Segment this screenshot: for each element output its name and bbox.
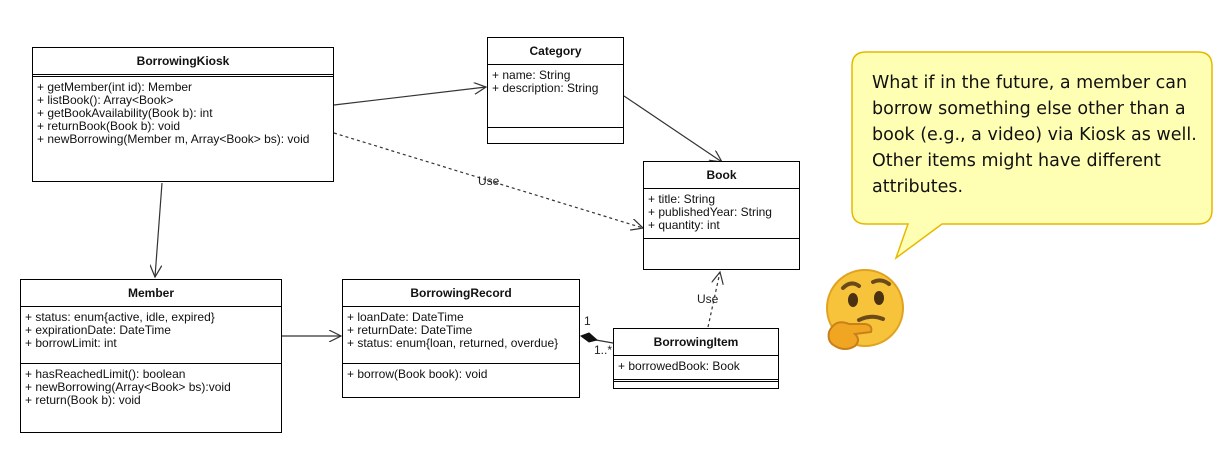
attributes-list: + borrowedBook: Book — [614, 356, 778, 382]
class-category: Category + name: String+ description: St… — [487, 37, 624, 144]
member-line: + status: enum{active, idle, expired} — [25, 310, 215, 324]
member-line: + returnDate: DateTime — [347, 323, 473, 337]
multiplicity-one: 1 — [584, 314, 591, 328]
callout-text: What if in the future, a member can borr… — [872, 73, 1197, 197]
member-line: + borrowLimit: int — [25, 336, 117, 350]
member-line: + description: String — [492, 81, 599, 95]
operations-list: + hasReachedLimit(): boolean+ newBorrowi… — [21, 364, 281, 413]
member-line: + newBorrowing(Member m, Array<Book> bs)… — [37, 132, 310, 146]
member-line: + name: String — [492, 68, 571, 82]
class-name: Category — [488, 38, 623, 65]
class-name: Member — [21, 280, 281, 307]
member-line: + status: enum{loan, returned, overdue} — [347, 336, 559, 350]
member-line: + hasReachedLimit(): boolean — [25, 367, 186, 381]
class-name: BorrowingKiosk — [33, 48, 333, 77]
class-name: BorrowingItem — [614, 329, 778, 356]
edge-label-use-kiosk: Use — [478, 174, 500, 188]
member-line: + title: String — [648, 192, 716, 206]
operations-list: + borrow(Book book): void — [343, 364, 579, 387]
composition-diamond — [579, 332, 599, 343]
edge-record-item-composition — [595, 339, 614, 344]
member-line: + loanDate: DateTime — [347, 310, 464, 324]
class-borrowing-kiosk: BorrowingKiosk + getMember(int id): Memb… — [32, 47, 334, 182]
member-line: + returnBook(Book b): void — [37, 119, 181, 133]
class-member: Member + status: enum{active, idle, expi… — [20, 279, 282, 433]
multiplicity-many: 1..* — [594, 343, 612, 357]
member-line: + expirationDate: DateTime — [25, 323, 171, 337]
member-line: + getBookAvailability(Book b): int — [37, 106, 213, 120]
class-book: Book + title: String+ publishedYear: Str… — [643, 161, 800, 270]
edge-kiosk-category — [333, 87, 486, 106]
operations-list: + getMember(int id): Member+ listBook():… — [33, 77, 333, 152]
member-line: + borrowedBook: Book — [618, 359, 740, 373]
attributes-list: + name: String+ description: String — [488, 65, 623, 128]
attributes-list: + title: String+ publishedYear: String+ … — [644, 189, 799, 239]
attributes-list: + loanDate: DateTime+ returnDate: DateTi… — [343, 307, 579, 364]
member-line: + listBook(): Array<Book> — [37, 93, 174, 107]
class-borrowing-item: BorrowingItem + borrowedBook: Book — [613, 328, 779, 389]
speech-bubble — [851, 51, 1213, 261]
thinking-face-icon — [826, 269, 904, 350]
member-line: + getMember(int id): Member — [37, 80, 193, 94]
member-line: + return(Book b): void — [25, 393, 141, 407]
edge-category-book — [623, 95, 722, 162]
class-name: Book — [644, 162, 799, 189]
member-line: + newBorrowing(Array<Book> bs):void — [25, 380, 231, 394]
edge-label-use-item: Use — [697, 292, 719, 306]
edge-kiosk-member — [155, 182, 163, 277]
member-line: + quantity: int — [648, 218, 720, 232]
member-line: + borrow(Book book): void — [347, 367, 488, 381]
member-line: + publishedYear: String — [648, 205, 772, 219]
class-name: BorrowingRecord — [343, 280, 579, 307]
attributes-list: + status: enum{active, idle, expired}+ e… — [21, 307, 281, 364]
class-borrowing-record: BorrowingRecord + loanDate: DateTime+ re… — [342, 279, 580, 398]
